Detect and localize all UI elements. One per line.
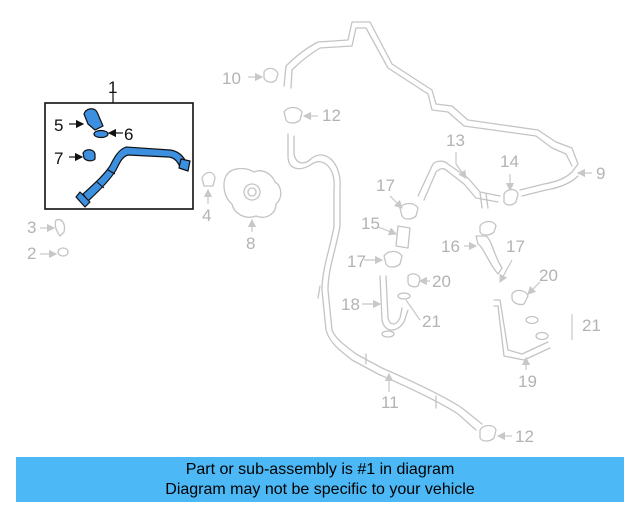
part-20-left-ring xyxy=(397,292,411,300)
callout-17-right: 17 xyxy=(506,237,525,256)
callout-15-leader xyxy=(377,226,398,236)
callout-1: 1 xyxy=(108,78,117,97)
callout-21-left: 21 xyxy=(422,312,441,331)
callout-17-mid: 17 xyxy=(347,252,366,271)
callout-13-leader xyxy=(455,152,467,179)
part-4-sensor xyxy=(201,171,216,187)
part-21-right-gasket-a xyxy=(525,315,539,325)
part-8-thermostat-housing xyxy=(223,167,282,218)
part-3-clip xyxy=(54,218,66,237)
callout-5: 5 xyxy=(54,116,63,135)
part-7-clip xyxy=(82,149,96,162)
part-6-gasket xyxy=(93,129,109,139)
assembly-1-group xyxy=(44,91,194,210)
ghost-parts xyxy=(40,21,592,442)
callout-20-right-leader xyxy=(527,281,541,295)
pipe-11-bracket-1 xyxy=(317,285,437,409)
part-16-hose xyxy=(475,235,503,275)
callout-7: 7 xyxy=(54,149,63,168)
part-21-left-gasket xyxy=(381,330,395,338)
part-12-top-clamp xyxy=(283,106,303,124)
callout-12-top: 12 xyxy=(322,106,341,125)
part-18-hose xyxy=(379,275,409,331)
callout-11: 11 xyxy=(381,393,399,412)
callout-19: 19 xyxy=(518,372,537,391)
assembly-1-frame xyxy=(44,102,194,210)
part-17-clamp-b xyxy=(479,220,497,236)
callout-13: 13 xyxy=(446,131,465,150)
part-19-hose xyxy=(493,299,551,361)
hose-rib-2 xyxy=(107,169,116,175)
part-20-left xyxy=(407,273,421,288)
part-17-clamp-a xyxy=(399,202,419,220)
callout-14: 14 xyxy=(500,152,519,171)
part-14-clamp xyxy=(503,188,519,206)
part-13-tee xyxy=(479,191,489,209)
hose-end-left xyxy=(75,191,91,208)
pipe-left-drop xyxy=(283,65,293,89)
callout-20-left: 20 xyxy=(432,272,451,291)
callout-9: 9 xyxy=(596,164,605,183)
callout-16: 16 xyxy=(441,237,460,256)
part-2-plug xyxy=(57,247,69,257)
banner-line-2: Diagram may not be specific to your vehi… xyxy=(165,481,475,498)
upper-pipe xyxy=(285,21,579,173)
callout-6: 6 xyxy=(124,125,133,144)
part-10-clamp xyxy=(263,67,279,83)
callout-15: 15 xyxy=(361,214,380,233)
callout-4: 4 xyxy=(202,206,211,225)
part-8-port xyxy=(243,183,261,201)
part-12-bottom-clamp xyxy=(479,424,497,442)
part-21-right-gasket-b xyxy=(535,331,549,341)
callout-2: 2 xyxy=(27,244,36,263)
part-17-clamp-c xyxy=(383,250,403,268)
pipe-right-hose xyxy=(519,171,579,197)
callout-18: 18 xyxy=(341,295,360,314)
callout-17-left-leader xyxy=(389,195,403,209)
part-11-pipe-inner xyxy=(293,135,483,425)
upper-pipe-inner xyxy=(291,27,573,167)
part-20-right xyxy=(511,289,529,306)
banner-line-1: Part or sub-assembly is #1 in diagram xyxy=(185,461,455,478)
callout-17-right-leader xyxy=(499,259,513,284)
callout-21-right: 21 xyxy=(582,316,601,335)
part-15-cap xyxy=(395,225,411,249)
part-5-fitting xyxy=(83,108,104,131)
info-banner: Part or sub-assembly is #1 in diagram Di… xyxy=(16,457,624,502)
callout-21-left-leader xyxy=(405,299,421,321)
callout-12-bottom: 12 xyxy=(515,427,534,446)
callout-20-right: 20 xyxy=(539,266,558,285)
callout-17-left: 17 xyxy=(376,176,395,195)
part-11-pipe xyxy=(287,133,477,431)
coolant-hose-pipe xyxy=(82,146,187,202)
hose-rib-1 xyxy=(96,181,105,189)
callout-10: 10 xyxy=(222,69,241,88)
callout-3: 3 xyxy=(27,218,36,237)
callout-8: 8 xyxy=(246,234,255,253)
hose-end-right xyxy=(178,158,191,172)
part-8-port-inner xyxy=(247,187,257,197)
